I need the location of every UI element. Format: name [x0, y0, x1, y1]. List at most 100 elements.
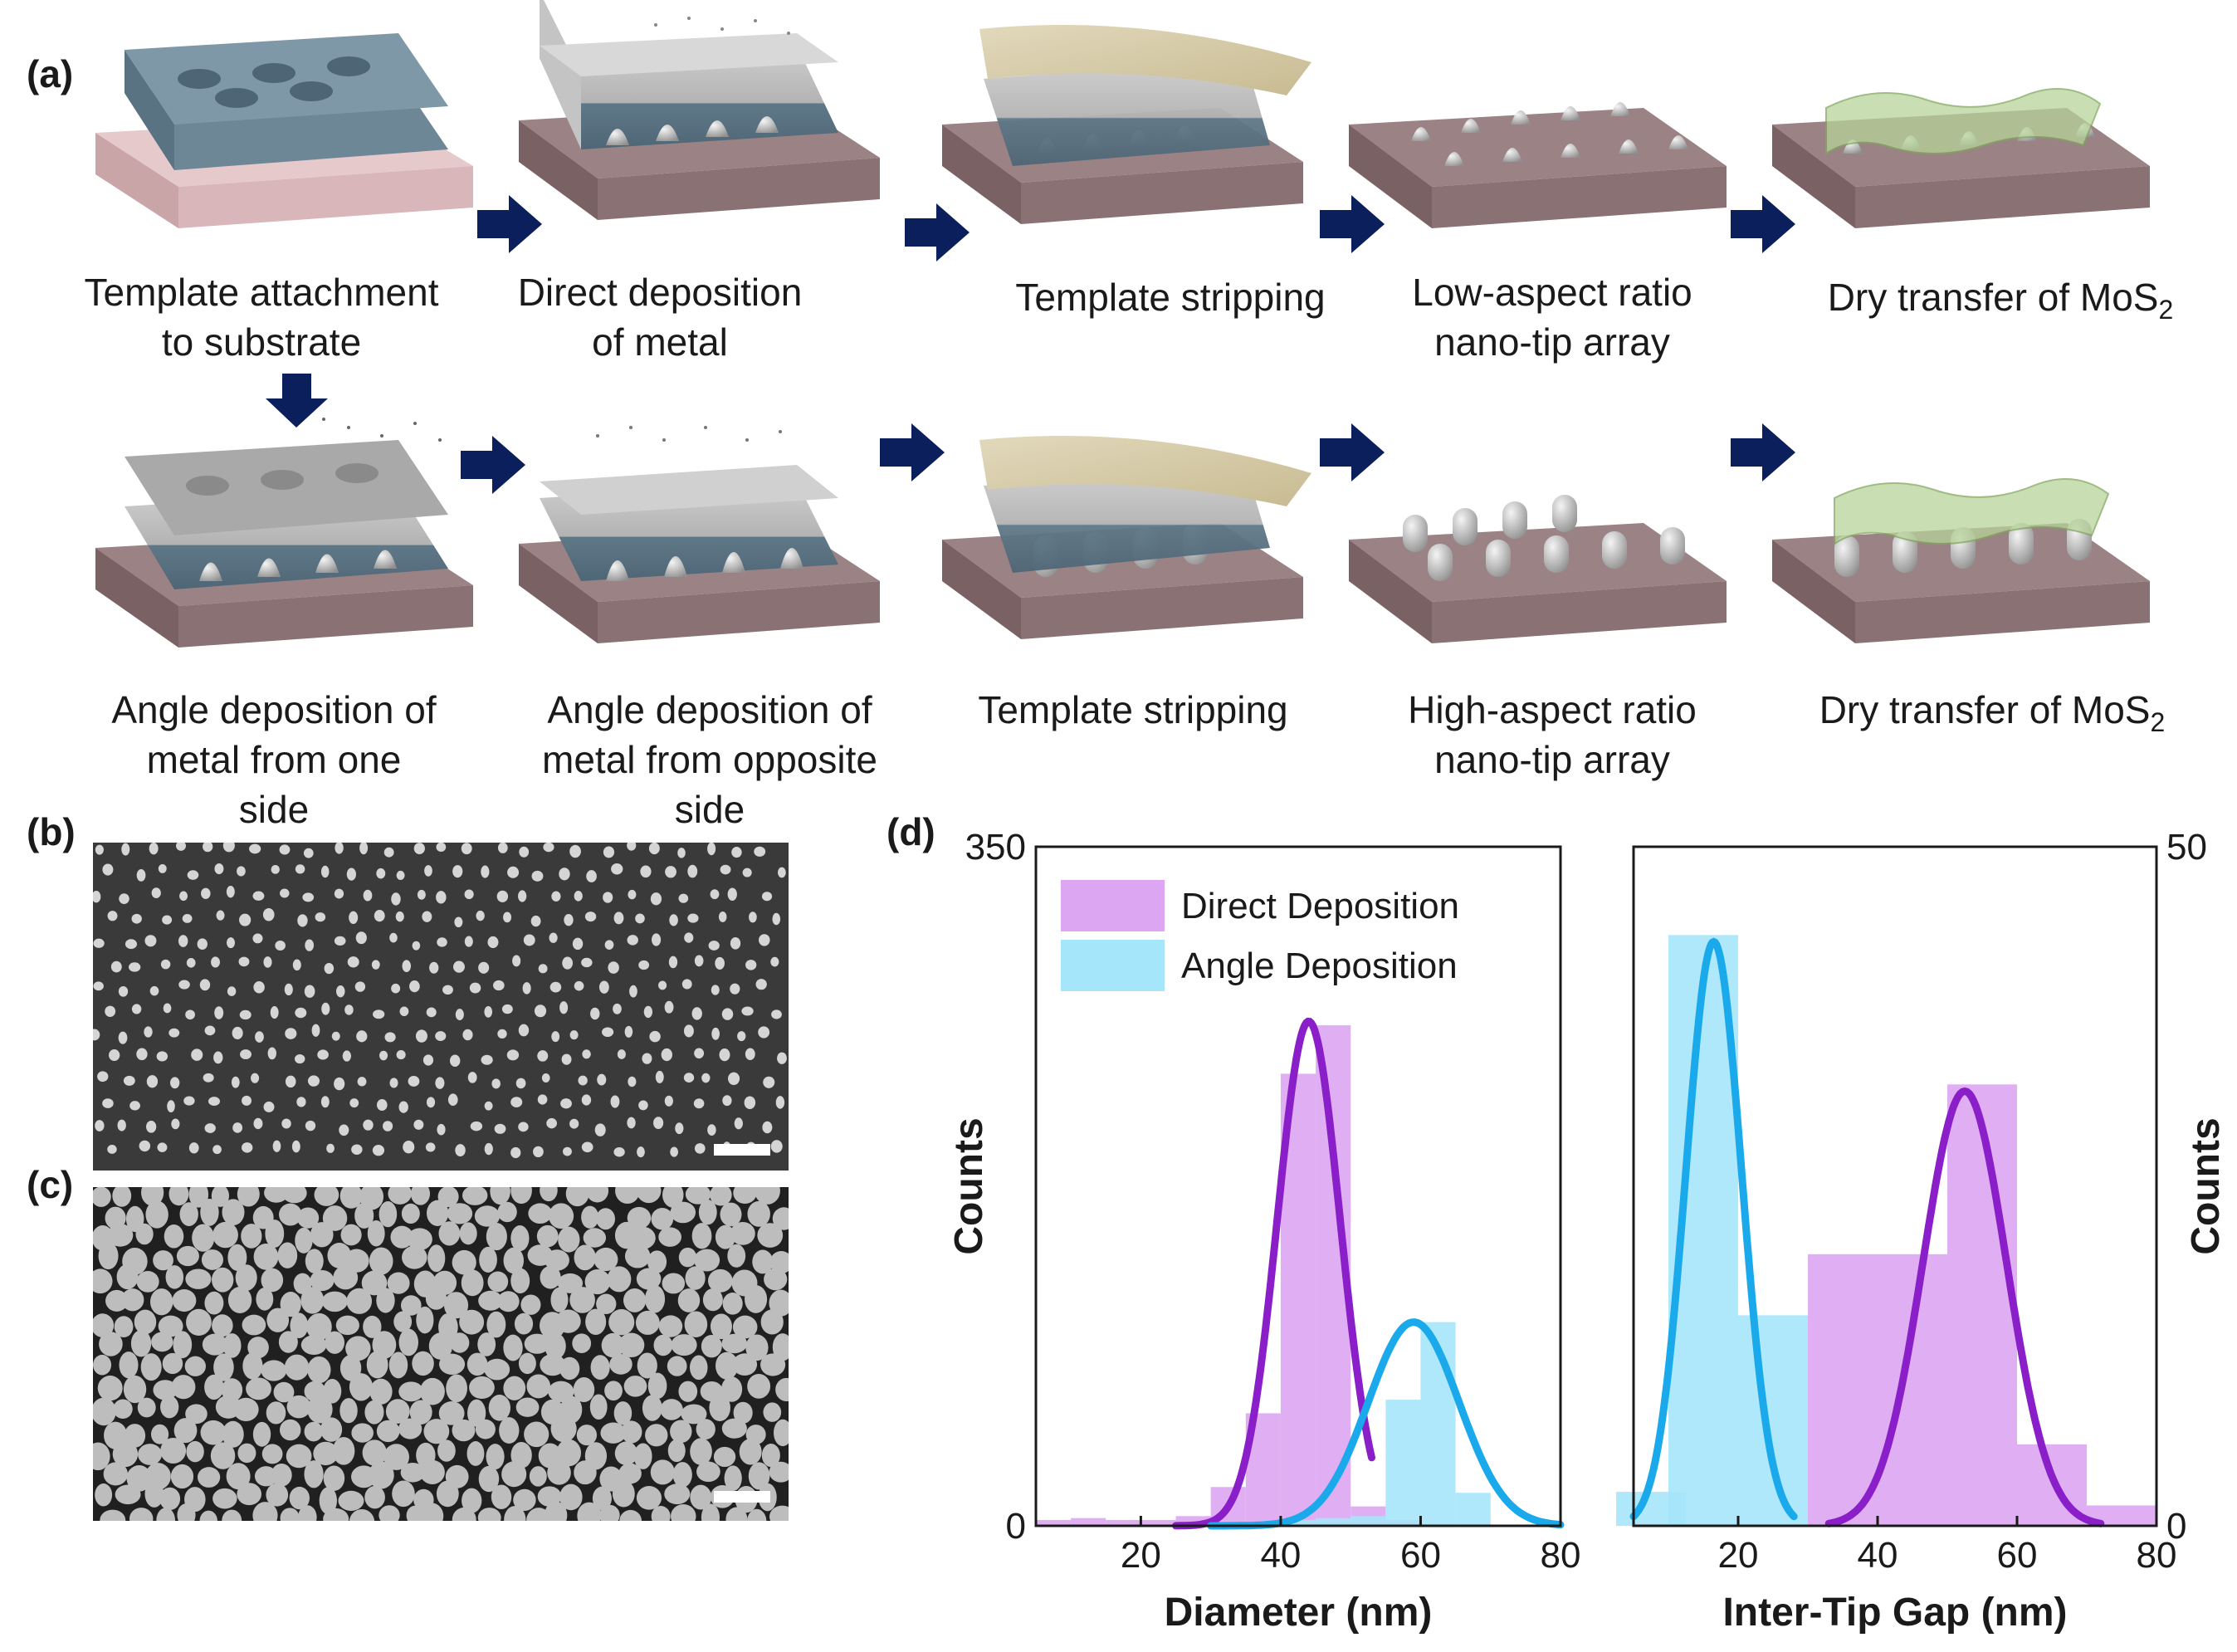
- sem-particle: [455, 1144, 466, 1157]
- sem-particle: [389, 1078, 398, 1088]
- sem-particle: [442, 985, 453, 995]
- sem-particle: [510, 1225, 530, 1252]
- sem-particle: [214, 1006, 224, 1019]
- arrow-icon: [1731, 423, 1795, 481]
- sem-particle: [559, 1001, 569, 1014]
- sem-particle: [707, 1268, 733, 1293]
- sem-particle: [93, 1029, 100, 1041]
- sem-particle: [537, 1486, 562, 1507]
- sem-particle: [266, 1401, 286, 1425]
- sem-particle: [323, 1465, 345, 1491]
- sem-particle: [638, 1100, 648, 1111]
- sem-particle: [112, 1440, 139, 1468]
- sem-particle: [415, 1029, 427, 1043]
- sem-particle: [413, 1119, 424, 1130]
- sem-particle: [513, 1488, 536, 1511]
- sem-particle: [727, 1244, 746, 1268]
- sem-particle: [361, 1270, 388, 1296]
- sem-particle: [577, 1502, 602, 1521]
- sem-particle: [657, 980, 667, 990]
- sem-particle: [290, 1312, 309, 1339]
- sem-particle: [292, 959, 301, 971]
- sem-particle: [452, 1507, 476, 1521]
- sem-particle: [574, 1460, 597, 1485]
- sem-particle: [315, 912, 326, 922]
- sem-particle: [732, 1315, 758, 1339]
- sem-particle: [170, 1464, 194, 1489]
- sem-particle: [694, 1249, 720, 1272]
- fit-curve: [1207, 1318, 1565, 1530]
- process-schematic: [95, 0, 2150, 648]
- sem-particle: [520, 1294, 541, 1315]
- sem-particle: [204, 1025, 216, 1036]
- sem-particle: [332, 1437, 355, 1465]
- sem-particle: [600, 1422, 627, 1444]
- sem-particle: [677, 848, 686, 858]
- sem-particle: [499, 1417, 520, 1444]
- sem-particle: [462, 1187, 488, 1205]
- schematic-high-aspect-array: [1349, 495, 1727, 643]
- sem-particle: [253, 1117, 263, 1130]
- sem-particle: [466, 1352, 488, 1376]
- sem-particle: [582, 1049, 591, 1059]
- sem-particle: [153, 1380, 178, 1400]
- sem-particle: [99, 1332, 123, 1356]
- sem-particle: [685, 1187, 711, 1205]
- sem-particle: [452, 865, 463, 878]
- histogram-bar: [1106, 1519, 1141, 1526]
- sem-particle: [346, 868, 356, 881]
- sem-particle: [420, 1459, 445, 1484]
- histogram-bar: [1947, 1084, 2017, 1526]
- histogram-bar: [1175, 1516, 1211, 1526]
- sem-particle: [574, 1244, 596, 1271]
- sem-particle: [670, 1146, 679, 1157]
- sem-particle: [305, 1249, 324, 1273]
- sem-particle: [326, 1143, 335, 1153]
- sem-particle: [270, 1006, 279, 1019]
- sem-particle: [503, 1247, 525, 1274]
- sem-particle: [636, 1268, 662, 1290]
- sem-particle: [356, 1030, 368, 1043]
- sem-particle: [715, 1351, 739, 1380]
- arrow-icon: [1320, 423, 1385, 481]
- sem-particle: [537, 1050, 549, 1062]
- sem-particle: [769, 1505, 789, 1521]
- sem-particle: [199, 1510, 217, 1521]
- sem-particle: [285, 1075, 296, 1088]
- sem-particle: [721, 1418, 747, 1439]
- schematic-dry-transfer-1: [1772, 88, 2150, 228]
- sem-particle: [408, 1076, 420, 1087]
- sem-particle: [610, 1095, 620, 1108]
- sem-particle: [208, 1097, 220, 1106]
- sem-particle: [613, 912, 624, 925]
- sem-particle: [638, 960, 650, 970]
- sem-particle: [169, 1187, 189, 1206]
- caption-text: Dry transfer of MoS: [1827, 276, 2159, 319]
- sem-particle: [93, 981, 104, 991]
- sem-image-low-aspect: [93, 843, 789, 1171]
- sem-particle: [563, 1146, 572, 1156]
- sem-particle: [662, 1273, 686, 1294]
- sem-particle: [667, 1439, 686, 1463]
- sem-particle: [307, 1395, 333, 1424]
- sem-particle: [484, 1358, 510, 1381]
- x-tick-label: 80: [1541, 1535, 1581, 1576]
- sem-particle: [544, 1501, 568, 1521]
- histogram-bar: [1036, 1519, 1072, 1526]
- sem-particle: [263, 1101, 275, 1112]
- sem-particle: [388, 1351, 408, 1379]
- sem-particle: [238, 956, 250, 967]
- sem-particle: [551, 891, 561, 902]
- sem-particle: [772, 1207, 789, 1230]
- y-tick-label: 0: [1006, 1506, 1026, 1547]
- sem-particle: [549, 981, 562, 993]
- sem-particle: [586, 870, 597, 882]
- sem-particle: [284, 1354, 310, 1381]
- sem-particle: [741, 1006, 754, 1016]
- sem-particle: [302, 892, 315, 902]
- sem-particle: [349, 911, 359, 924]
- sem-particle: [619, 1509, 642, 1521]
- sem-particle: [252, 933, 263, 944]
- sem-particle: [436, 891, 447, 904]
- sem-particle: [145, 1200, 169, 1229]
